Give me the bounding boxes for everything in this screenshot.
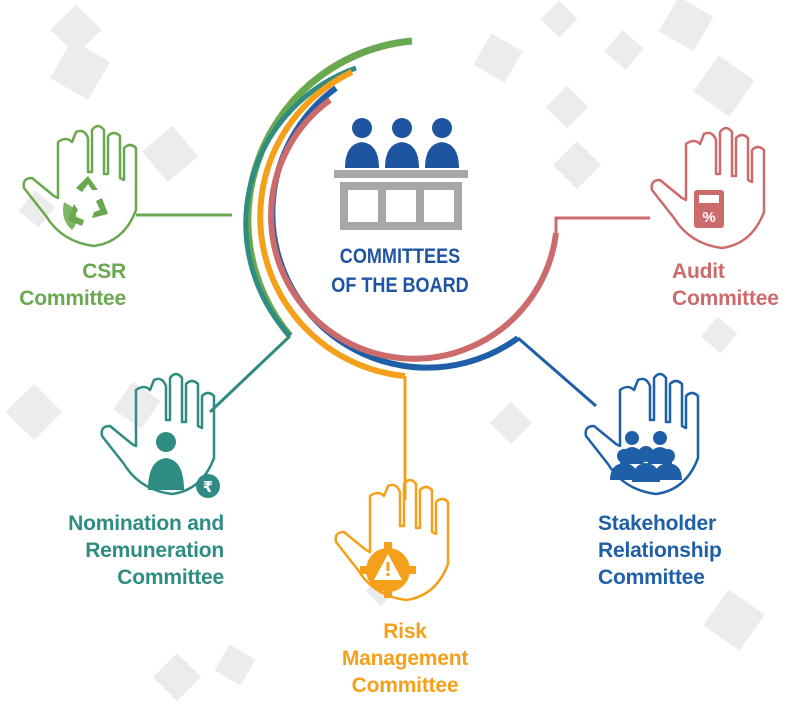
csr-label-line-2: Committee — [19, 287, 126, 310]
stakeholder-label-line-3: Committee — [598, 566, 705, 589]
nomination-hand-icon: ₹ — [100, 372, 220, 498]
orange-arc — [257, 69, 406, 379]
nomination-label-line-1: Nomination and — [68, 512, 224, 535]
center-title: COMMITTEES OF THE BOARD — [323, 242, 478, 300]
people-group-icon — [610, 431, 682, 482]
employee-rupee-icon: ₹ — [148, 432, 220, 498]
stakeholder-committee-label: Stakeholder Relationship Committee — [598, 510, 778, 591]
ring-arcs — [243, 37, 559, 379]
svg-text:₹: ₹ — [203, 478, 213, 496]
nomination-committee-label: Nomination and Remuneration Committee — [20, 510, 224, 591]
audit-committee-label: Audit Committee — [672, 258, 800, 312]
risk-committee-label: Risk Management Committee — [320, 618, 490, 699]
csr-label-line-1: CSR — [82, 260, 126, 283]
csr-hand-icon — [22, 124, 138, 248]
red-arc — [268, 97, 559, 362]
risk-label-line-2: Management — [341, 647, 469, 670]
audit-hand-icon: % — [650, 126, 766, 250]
csr-committee-label: CSR Committee — [0, 258, 126, 312]
stakeholder-connector — [517, 336, 597, 408]
stakeholder-label-line-2: Relationship — [598, 539, 722, 562]
nomination-label-line-3: Committee — [117, 566, 224, 589]
center-title-line-2: OF THE BOARD — [331, 274, 469, 297]
audit-label-line-2: Committee — [672, 287, 779, 310]
nomination-label-line-2: Remuneration — [85, 539, 224, 562]
teal-arc — [243, 65, 357, 338]
stakeholder-hand-icon — [584, 372, 700, 496]
audit-connector — [554, 216, 650, 233]
risk-hand-icon — [334, 478, 450, 602]
background-diamonds — [5, 0, 765, 702]
recycle-icon — [63, 176, 108, 230]
audit-label-line-1: Audit — [672, 260, 725, 283]
gear-warning-icon — [360, 542, 416, 598]
nomination-connector — [208, 334, 292, 414]
center-title-line-1: COMMITTEES — [339, 245, 461, 268]
stakeholder-label-line-1: Stakeholder — [598, 512, 717, 535]
calculator-icon: % — [694, 190, 724, 228]
svg-text:%: % — [702, 209, 715, 226]
boardroom-icon — [334, 118, 468, 230]
risk-label-line-1: Risk — [383, 620, 427, 643]
risk-label-line-3: Committee — [351, 674, 459, 697]
connector-lines — [136, 213, 650, 500]
